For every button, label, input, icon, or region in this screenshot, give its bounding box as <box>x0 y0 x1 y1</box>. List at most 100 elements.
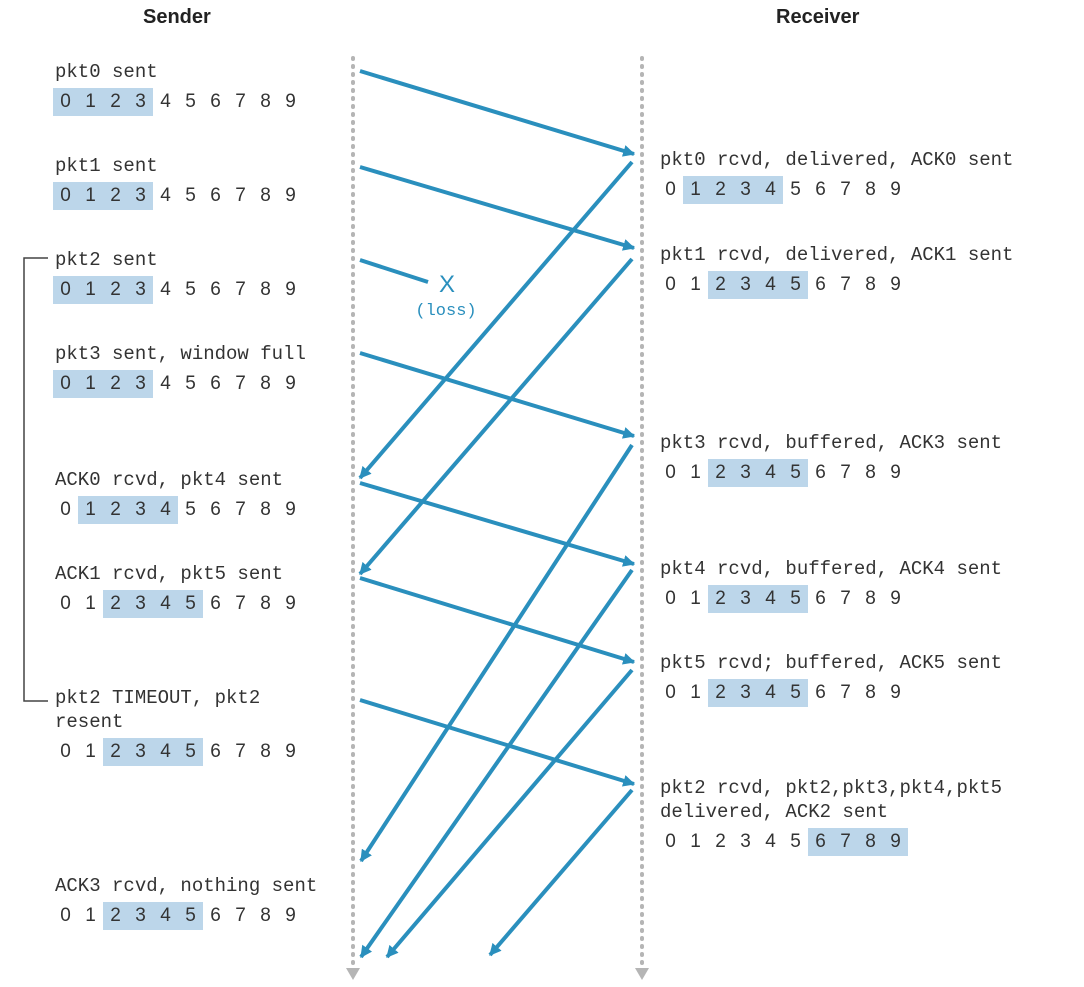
sequence-number: 5 <box>790 462 801 483</box>
sender-event-label: pkt1 sent <box>55 155 158 177</box>
sequence-number: 9 <box>285 373 296 394</box>
sequence-number: 8 <box>260 279 271 300</box>
sequence-number: 6 <box>815 274 826 295</box>
sequence-number: 6 <box>815 179 826 200</box>
sequence-number: 0 <box>665 831 676 852</box>
pkt4-arrow <box>359 481 636 567</box>
sender-header: Sender <box>143 6 211 28</box>
sender-event-label: ACK0 rcvd, pkt4 sent <box>55 469 284 491</box>
sequence-number: 9 <box>285 593 296 614</box>
sequence-number: 5 <box>790 274 801 295</box>
sequence-number: 0 <box>665 462 676 483</box>
ack3-arrow <box>359 443 634 863</box>
sequence-number: 6 <box>210 185 221 206</box>
sequence-number: 4 <box>160 499 171 520</box>
window-highlight <box>708 585 808 613</box>
ack1-arrow <box>358 257 634 576</box>
sequence-number: 8 <box>865 682 876 703</box>
sequence-number: 1 <box>85 499 96 520</box>
sequence-number: 4 <box>160 91 171 112</box>
sequence-number: 0 <box>60 905 71 926</box>
sequence-number: 4 <box>765 179 776 200</box>
sequence-number: 6 <box>210 91 221 112</box>
window-highlight <box>53 276 153 304</box>
sequence-number: 9 <box>285 279 296 300</box>
sequence-number: 5 <box>185 741 196 762</box>
window-highlight <box>708 271 808 299</box>
sequence-number: 2 <box>715 831 726 852</box>
sequence-number: 3 <box>135 185 146 206</box>
sequence-number: 8 <box>260 499 271 520</box>
loss-mark: X <box>439 271 455 298</box>
sequence-number: 7 <box>235 593 246 614</box>
pkt2-lost-arrow <box>359 258 429 284</box>
sequence-number: 8 <box>865 588 876 609</box>
sequence-number: 1 <box>690 682 701 703</box>
sequence-number: 7 <box>235 91 246 112</box>
timeout-bracket <box>23 257 48 702</box>
sequence-number: 5 <box>185 593 196 614</box>
sequence-number: 1 <box>690 274 701 295</box>
sequence-number: 5 <box>790 179 801 200</box>
sequence-number: 3 <box>740 274 751 295</box>
sequence-number: 3 <box>135 905 146 926</box>
sender-event-label: pkt3 sent, window full <box>55 343 306 365</box>
sequence-number: 7 <box>840 274 851 295</box>
receiver-event-label: pkt4 rcvd, buffered, ACK4 sent <box>660 558 1003 580</box>
sequence-number: 8 <box>865 462 876 483</box>
window-highlight <box>78 496 178 524</box>
sequence-number: 3 <box>135 593 146 614</box>
sequence-number: 6 <box>210 499 221 520</box>
sequence-number: 3 <box>740 831 751 852</box>
sequence-number: 1 <box>85 373 96 394</box>
pkt3-arrow <box>359 351 636 439</box>
sequence-number: 8 <box>865 179 876 200</box>
sequence-number: 6 <box>210 593 221 614</box>
sequence-number: 2 <box>110 91 121 112</box>
sequence-number: 0 <box>60 185 71 206</box>
sequence-number: 4 <box>160 593 171 614</box>
sequence-number: 9 <box>890 588 901 609</box>
sequence-number: 8 <box>260 91 271 112</box>
receiver-header: Receiver <box>776 6 860 28</box>
sequence-number: 0 <box>60 279 71 300</box>
ack0-arrow <box>358 160 634 480</box>
window-highlight <box>103 738 203 766</box>
sequence-number: 0 <box>60 373 71 394</box>
sequence-number: 0 <box>665 588 676 609</box>
sequence-number: 2 <box>110 185 121 206</box>
sequence-number: 0 <box>665 682 676 703</box>
sequence-number: 8 <box>260 905 271 926</box>
sequence-number: 8 <box>865 274 876 295</box>
sequence-number: 1 <box>85 91 96 112</box>
sequence-number: 6 <box>210 279 221 300</box>
sender-event-label: pkt2 sent <box>55 249 158 271</box>
sequence-number: 5 <box>185 279 196 300</box>
sequence-number: 9 <box>890 462 901 483</box>
sequence-number: 7 <box>235 499 246 520</box>
sender-event-label: ACK3 rcvd, nothing sent <box>55 875 318 897</box>
sequence-number: 6 <box>815 588 826 609</box>
sequence-number: 6 <box>815 462 826 483</box>
sequence-number: 7 <box>840 179 851 200</box>
sequence-number: 5 <box>790 588 801 609</box>
sequence-number: 0 <box>60 741 71 762</box>
sequence-number: 4 <box>160 185 171 206</box>
sequence-number: 5 <box>185 91 196 112</box>
sequence-number: 3 <box>740 462 751 483</box>
sequence-number: 7 <box>235 905 246 926</box>
sender-timeline-end-icon <box>346 968 360 980</box>
receiver-event-label: pkt1 rcvd, delivered, ACK1 sent <box>660 244 1014 266</box>
sequence-number: 6 <box>210 905 221 926</box>
sequence-number: 9 <box>285 91 296 112</box>
sequence-number: 0 <box>60 499 71 520</box>
sequence-number: 1 <box>85 593 96 614</box>
sequence-number: 1 <box>690 588 701 609</box>
sequence-number: 7 <box>840 462 851 483</box>
sequence-number: 4 <box>160 373 171 394</box>
sequence-number: 3 <box>740 179 751 200</box>
